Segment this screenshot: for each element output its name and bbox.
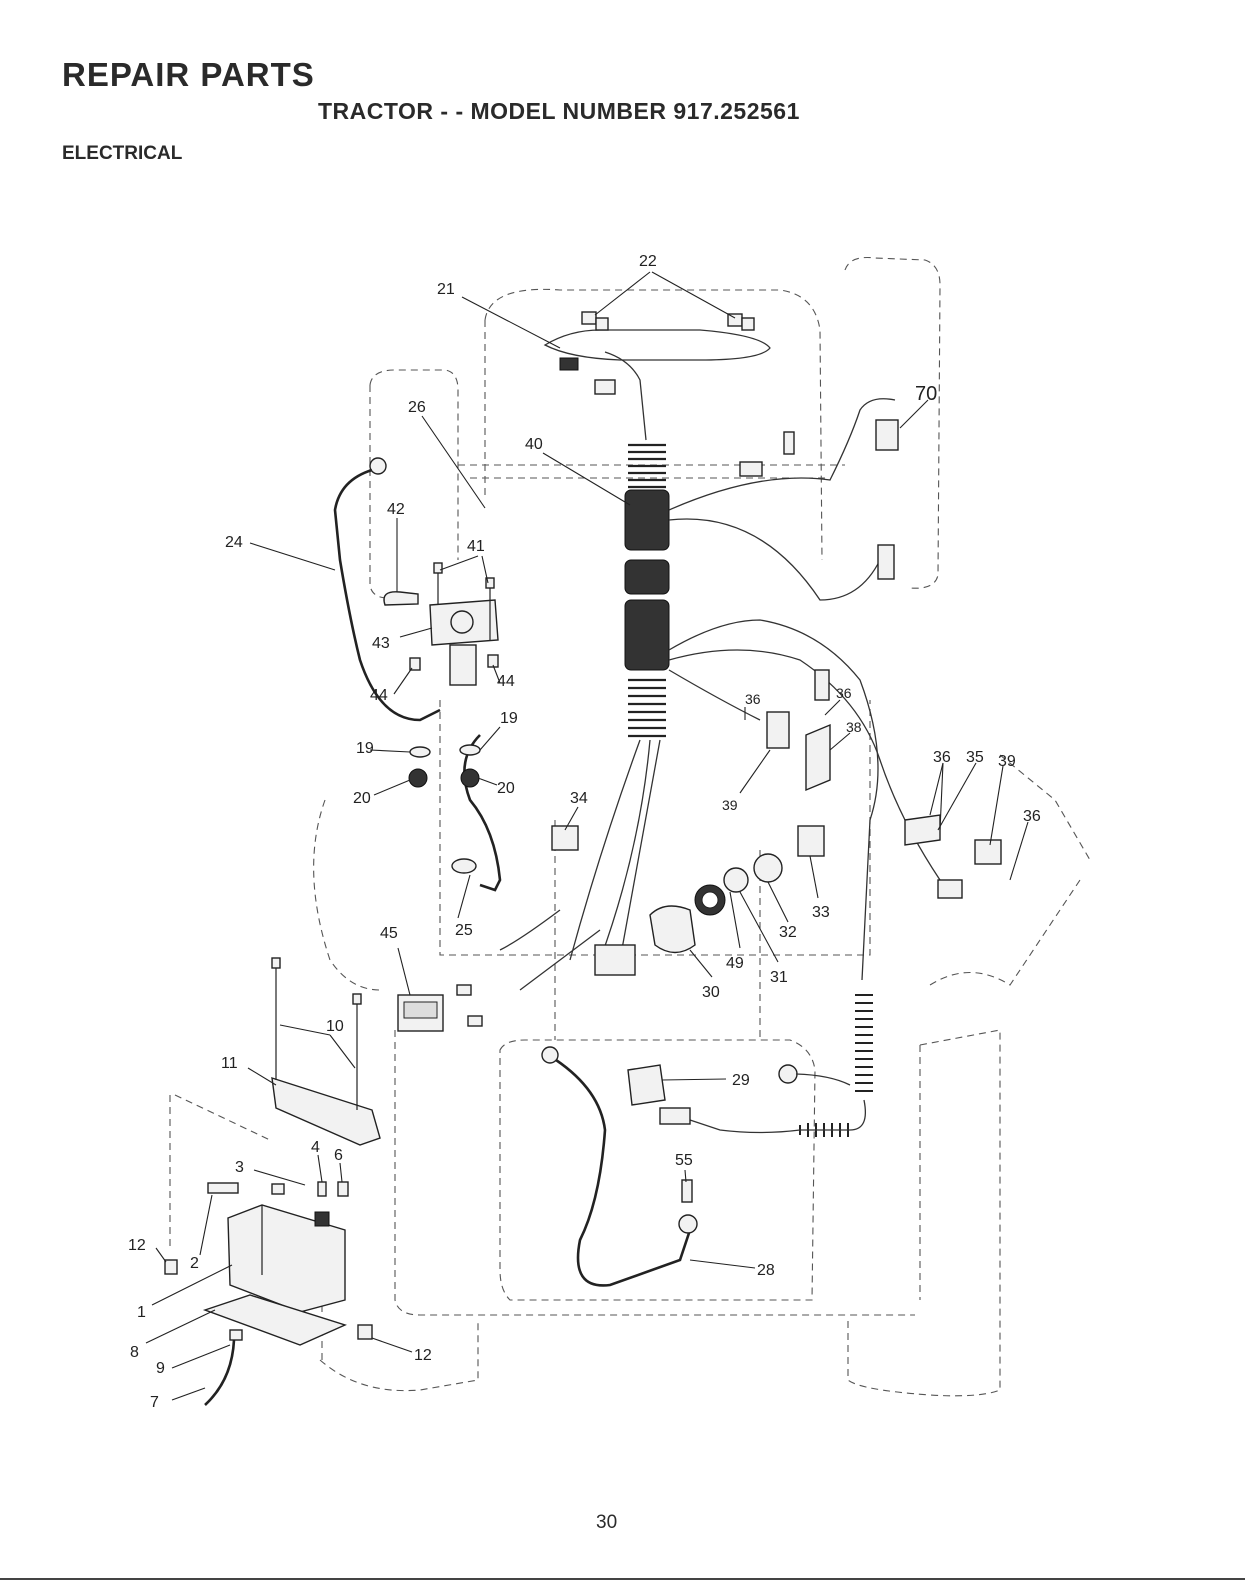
- callout-39-left: 39: [722, 797, 738, 813]
- callout-44-right: 44: [497, 673, 515, 690]
- callout-7: 7: [150, 1394, 159, 1411]
- callout-30: 30: [702, 984, 720, 1001]
- callout-40: 40: [525, 436, 543, 453]
- callout-28: 28: [757, 1262, 775, 1279]
- callout-44-left: 44: [370, 687, 388, 704]
- callout-25: 25: [455, 922, 473, 939]
- callout-9: 9: [156, 1360, 165, 1377]
- switches-and-relays: [398, 712, 1001, 1031]
- harness-coil: [570, 352, 669, 960]
- callout-33: 33: [812, 904, 830, 921]
- callout-49: 49: [726, 955, 744, 972]
- callout-10: 10: [326, 1018, 344, 1035]
- page-number: 30: [596, 1512, 617, 1534]
- ground-cables: [542, 1047, 850, 1285]
- callout-12-left: 12: [128, 1237, 146, 1254]
- callout-12-right: 12: [414, 1347, 432, 1364]
- headlight-harness: [545, 312, 770, 394]
- callout-20-left: 20: [353, 790, 371, 807]
- callout-6: 6: [334, 1147, 343, 1164]
- callout-39-right: 39: [998, 753, 1016, 770]
- callout-3: 3: [235, 1159, 244, 1176]
- callout-42: 42: [387, 501, 405, 518]
- callout-19-right: 19: [500, 710, 518, 727]
- callout-35: 35: [966, 749, 984, 766]
- callout-55: 55: [675, 1152, 693, 1169]
- callout-43: 43: [372, 635, 390, 652]
- callout-29: 29: [732, 1072, 750, 1089]
- callout-31: 31: [770, 969, 788, 986]
- callout-32: 32: [779, 924, 797, 941]
- callout-8: 8: [130, 1344, 139, 1361]
- callout-21: 21: [437, 281, 455, 298]
- callout-4: 4: [311, 1139, 320, 1156]
- callout-24: 24: [225, 534, 243, 551]
- callout-2: 2: [190, 1255, 199, 1272]
- callout-11: 11: [221, 1055, 238, 1072]
- callout-20-right: 20: [497, 780, 515, 797]
- callout-36-b: 36: [836, 685, 852, 701]
- callout-26: 26: [408, 399, 426, 416]
- callout-41: 41: [467, 538, 485, 555]
- callout-1: 1: [137, 1304, 146, 1321]
- callout-38: 38: [846, 719, 862, 735]
- callout-36-c: 36: [933, 749, 951, 766]
- callout-45: 45: [380, 925, 398, 942]
- solenoid-assembly: [384, 563, 498, 685]
- callout-36-a: 36: [745, 691, 761, 707]
- callout-19-left: 19: [356, 740, 374, 757]
- seat-switch-harness: [669, 399, 898, 600]
- rear-harness: [669, 620, 962, 1137]
- callout-36-d: 36: [1023, 808, 1041, 825]
- battery-area: [165, 958, 380, 1405]
- bottom-rule: [0, 1578, 1245, 1580]
- callout-22: 22: [639, 253, 657, 270]
- callout-34: 34: [570, 790, 588, 807]
- callout-70: 70: [915, 383, 937, 405]
